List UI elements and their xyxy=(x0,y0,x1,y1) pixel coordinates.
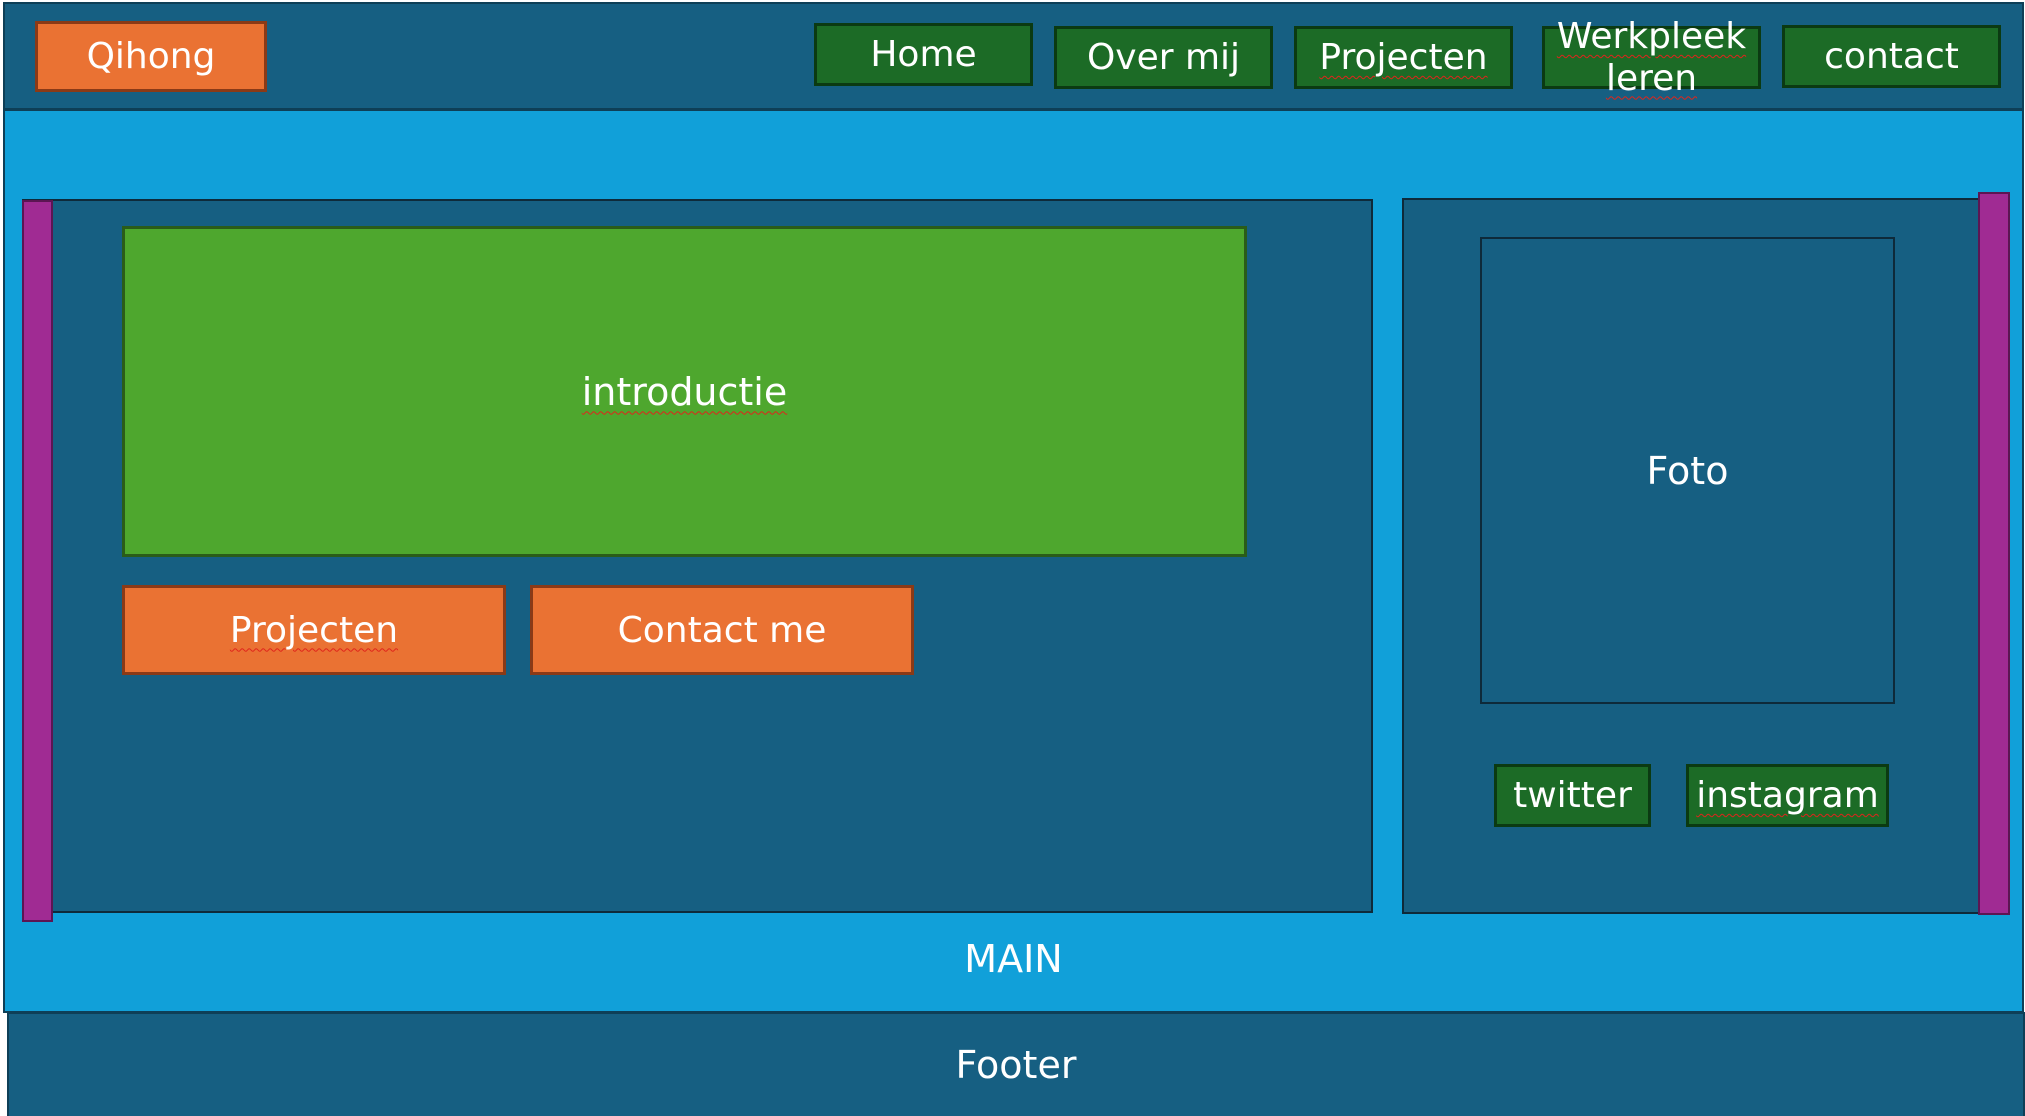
nav-werkpleek-leren-label: Werkpleek leren xyxy=(1556,16,1747,99)
projecten-button[interactable]: Projecten xyxy=(122,585,506,675)
nav-projecten-label: Projecten xyxy=(1319,36,1488,78)
twitter-button[interactable]: twitter xyxy=(1494,764,1651,827)
footer-bar: Footer xyxy=(7,1012,2025,1116)
nav-home-label: Home xyxy=(870,33,977,75)
right-side-bar xyxy=(1978,192,2010,915)
main-label: MAIN xyxy=(964,937,1063,981)
nav-projecten-button[interactable]: Projecten xyxy=(1294,26,1513,89)
twitter-label: twitter xyxy=(1513,774,1632,816)
nav-over-mij-button[interactable]: Over mij xyxy=(1054,26,1273,89)
nav-over-mij-label: Over mij xyxy=(1086,36,1241,78)
logo-label: Qihong xyxy=(86,36,216,77)
left-side-bar xyxy=(22,200,53,922)
footer-label: Footer xyxy=(955,1043,1077,1087)
contact-me-button[interactable]: Contact me xyxy=(530,585,914,675)
photo-frame: Foto xyxy=(1480,237,1895,704)
nav-home-button[interactable]: Home xyxy=(814,23,1033,86)
logo-button[interactable]: Qihong xyxy=(35,21,267,92)
contact-me-button-label: Contact me xyxy=(617,609,827,651)
instagram-button[interactable]: instagram xyxy=(1686,764,1889,827)
photo-label: Foto xyxy=(1646,448,1729,493)
introduction-label: introductie xyxy=(581,369,788,414)
introduction-block: introductie xyxy=(122,226,1247,557)
nav-contact-button[interactable]: contact xyxy=(1782,25,2001,88)
instagram-label: instagram xyxy=(1696,774,1879,816)
nav-contact-label: contact xyxy=(1824,35,1959,77)
nav-werkpleek-leren-button[interactable]: Werkpleek leren xyxy=(1542,16,1761,99)
projecten-button-label: Projecten xyxy=(229,609,399,651)
